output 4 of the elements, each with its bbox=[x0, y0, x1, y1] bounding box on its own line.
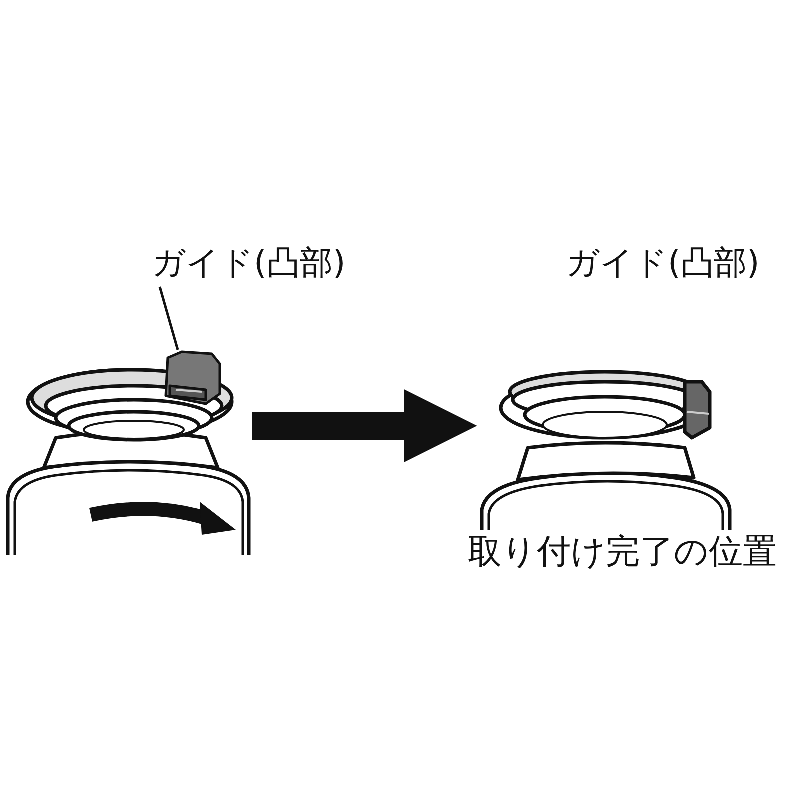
position-label: 取り付け完了の位置 bbox=[468, 532, 777, 573]
guide-label: ガイド(凸部) bbox=[152, 243, 346, 283]
leader-line bbox=[158, 286, 180, 350]
guide-label: ガイド(凸部) bbox=[566, 243, 760, 283]
